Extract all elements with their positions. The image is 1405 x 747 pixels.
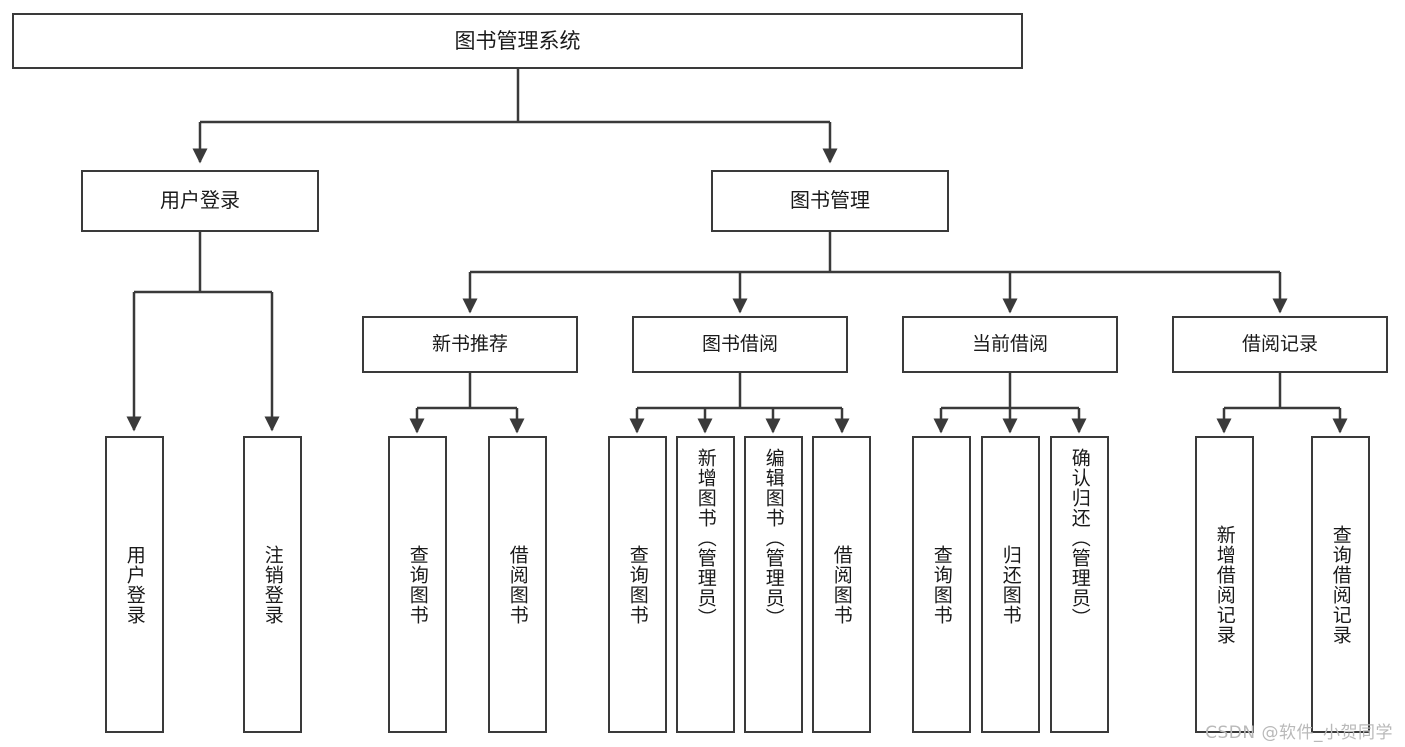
leaf-user-login-login[interactable]: 用户登录 — [105, 436, 164, 733]
node-book-management[interactable]: 图书管理 — [711, 170, 949, 232]
node-book-borrow[interactable]: 图书借阅 — [632, 316, 848, 373]
leaf-new-book-query-book[interactable]: 查询图书 — [388, 436, 447, 733]
leaf-book-borrow-edit-book-admin[interactable]: 编辑图书（管理员） — [744, 436, 803, 733]
leaf-borrow-records-query-record[interactable]: 查询借阅记录 — [1311, 436, 1370, 733]
node-new-book-recommend[interactable]: 新书推荐 — [362, 316, 578, 373]
leaf-current-borrow-query-book[interactable]: 查询图书 — [912, 436, 971, 733]
leaf-current-borrow-return-book[interactable]: 归还图书 — [981, 436, 1040, 733]
watermark-text: CSDN @软件_小贺同学 — [1205, 723, 1393, 743]
leaf-new-book-borrow-book[interactable]: 借阅图书 — [488, 436, 547, 733]
node-user-login[interactable]: 用户登录 — [81, 170, 319, 232]
node-borrow-records[interactable]: 借阅记录 — [1172, 316, 1388, 373]
leaf-user-login-logout[interactable]: 注销登录 — [243, 436, 302, 733]
leaf-current-borrow-confirm-return-admin[interactable]: 确认归还（管理员） — [1050, 436, 1109, 733]
leaf-book-borrow-borrow-book[interactable]: 借阅图书 — [812, 436, 871, 733]
node-root-system[interactable]: 图书管理系统 — [12, 13, 1023, 69]
node-current-borrow[interactable]: 当前借阅 — [902, 316, 1118, 373]
leaf-book-borrow-add-book-admin[interactable]: 新增图书（管理员） — [676, 436, 735, 733]
leaf-borrow-records-add-record[interactable]: 新增借阅记录 — [1195, 436, 1254, 733]
leaf-book-borrow-query-book[interactable]: 查询图书 — [608, 436, 667, 733]
